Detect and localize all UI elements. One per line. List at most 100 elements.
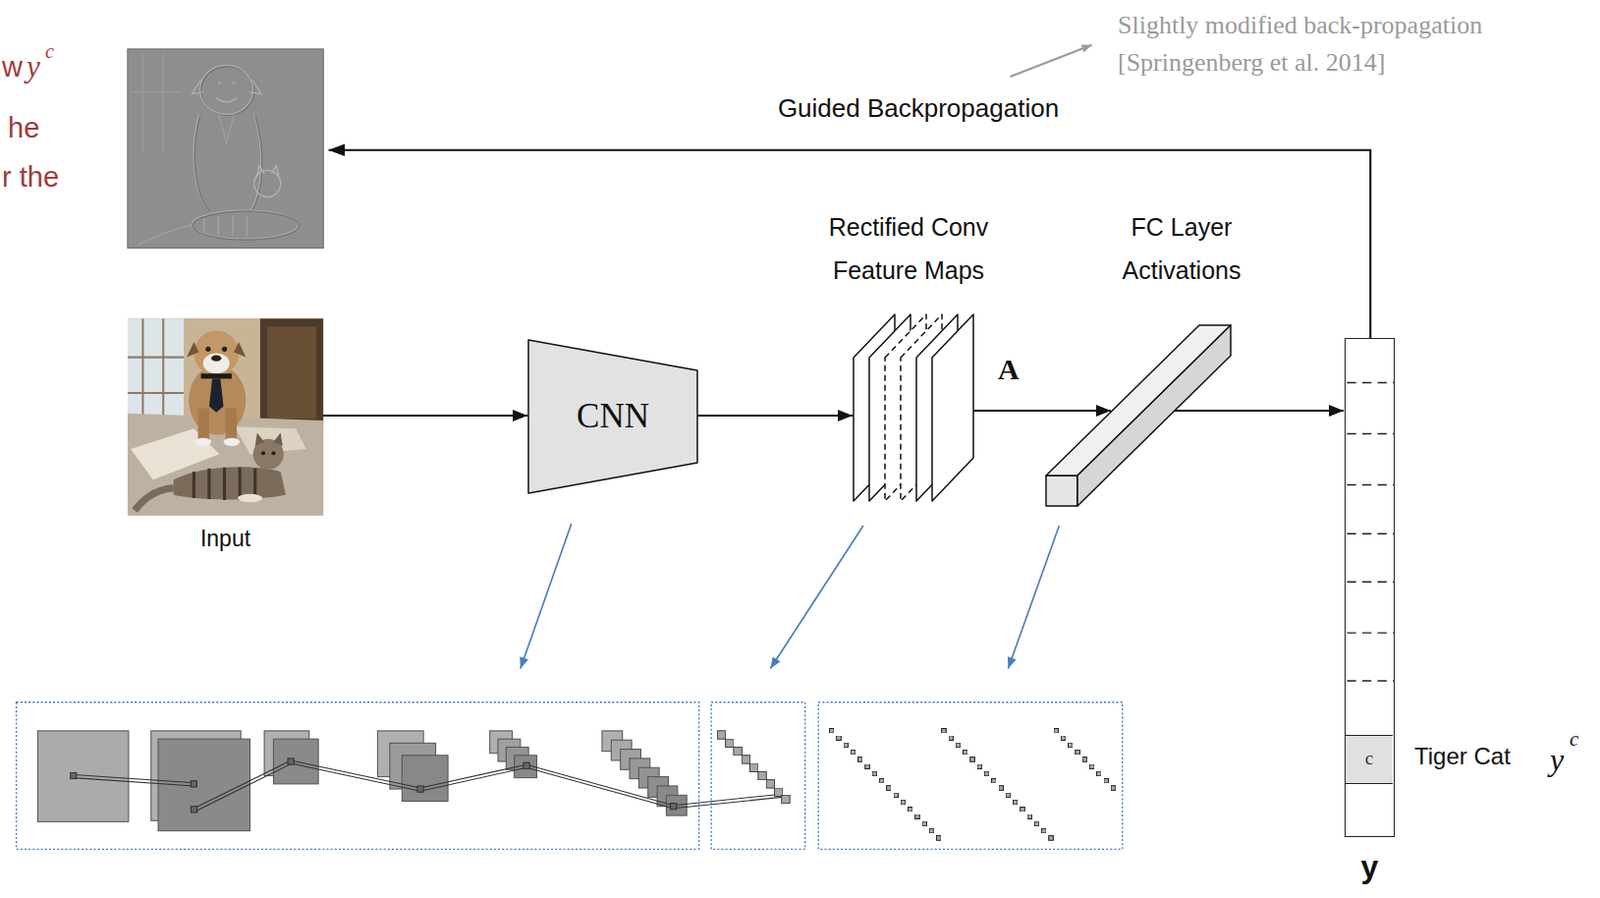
output-vector: yc [1344, 337, 1395, 837]
block-label: CNN [576, 395, 650, 438]
gradient-image [257, 165, 279, 175]
receptive-field-line [73, 774, 195, 786]
figure-layer [16, 45, 1395, 850]
vector-name: y [1361, 847, 1380, 885]
zoom-arrow [520, 523, 1060, 669]
cropped-note: he [7, 110, 40, 146]
input-photo [271, 450, 276, 455]
input-photo [198, 408, 210, 442]
image-node: Input [127, 318, 324, 516]
zoom-frame [711, 702, 806, 850]
gradient-image [130, 53, 182, 154]
input-photo [127, 318, 184, 426]
node-heading: FC Layer Activations [1073, 205, 1290, 292]
edge-label: A [997, 351, 1020, 387]
layer-sketch [37, 730, 687, 831]
feature-map-stack [932, 314, 974, 501]
receptive-field-line [673, 793, 782, 809]
gradient-image [204, 215, 248, 236]
fc-prism [1046, 475, 1078, 506]
gradient-image [192, 211, 299, 240]
gradient-image [193, 113, 262, 211]
input-photo [173, 466, 286, 499]
input-photo [209, 378, 224, 412]
input-photo [237, 494, 263, 502]
input-photo [261, 450, 266, 455]
backprop-arrow [329, 150, 1372, 338]
neuron-chain [831, 730, 939, 838]
receptive-field-line [420, 764, 527, 791]
cell-label: c [1365, 747, 1374, 771]
vector-dashes [1346, 383, 1394, 681]
receptive-field-dot [417, 785, 424, 792]
layer-sketch [37, 730, 128, 822]
input-photo [255, 432, 283, 446]
gradient-image [130, 53, 299, 245]
gradient-image [127, 49, 324, 249]
cnn-trapezoid [528, 339, 698, 494]
node-heading: Rectified Conv Feature Maps [800, 205, 1017, 292]
cnn-block: CNN [528, 339, 698, 494]
input-photo [260, 318, 324, 426]
gradient-image [218, 111, 235, 143]
input-photo [127, 318, 324, 516]
flow-arrow [323, 414, 528, 417]
flow-arrow [1174, 409, 1344, 412]
neuron-chain [1055, 730, 1113, 788]
layer-sketch [401, 755, 448, 802]
cropped-note: w [1, 50, 23, 85]
receptive-field-line [193, 760, 292, 812]
cropped-note: r the [1, 160, 59, 195]
input-photo [221, 346, 227, 352]
fc-layer: FC Layer Activations [1111, 324, 1175, 506]
input-photo [203, 352, 230, 374]
math-superscript: c [1569, 726, 1579, 752]
receptive-field-dot [70, 758, 677, 813]
layer-sketch [665, 794, 687, 816]
backprop-arrow [329, 150, 1372, 338]
gradient-image [127, 49, 324, 249]
input-photo [194, 438, 212, 446]
input-photo [127, 318, 184, 426]
input-photo [134, 488, 173, 511]
citation-pointer [1010, 45, 1093, 77]
zoom-frame [16, 702, 1123, 850]
cropped-note: c [45, 39, 55, 63]
input-photo [211, 355, 221, 362]
flow-arrow [973, 409, 1111, 412]
gradient-image [200, 64, 254, 114]
zoom-frame [16, 702, 700, 850]
feature-maps: Rectified Conv Feature Maps [853, 312, 974, 503]
input-photo [188, 365, 246, 436]
gradient-image [254, 169, 281, 197]
vector-dashes [1346, 383, 1394, 681]
input-photo [267, 326, 317, 419]
input-photo [225, 408, 237, 442]
neuron-chain [721, 734, 786, 799]
math-symbol: y [1549, 740, 1564, 778]
neuron-chain [721, 730, 1114, 838]
input-photo [193, 331, 239, 377]
input-photo [223, 438, 241, 446]
zoom-frame [818, 702, 1123, 850]
receptive-field-dot [190, 780, 197, 787]
receptive-field-dot [670, 803, 677, 810]
receptive-field-dot [190, 806, 197, 813]
feature-map-stack [853, 312, 974, 503]
fc-prism [1046, 325, 1231, 476]
citation-pointer [1010, 45, 1093, 77]
flow-arrow [697, 414, 853, 417]
node-caption: Input [200, 525, 251, 553]
zoom-arrow [1007, 525, 1059, 668]
receptive-field-dot [287, 758, 294, 765]
gradient-image [137, 224, 192, 246]
fc-prism [1046, 324, 1233, 507]
zoom-arrow [770, 525, 864, 668]
receptive-field-dot [70, 772, 77, 778]
zoom-arrow [520, 523, 572, 669]
receptive-field-line [290, 760, 421, 791]
gradient-image [216, 81, 237, 103]
gradient-image [191, 79, 262, 95]
receptive-field-line [73, 760, 782, 812]
